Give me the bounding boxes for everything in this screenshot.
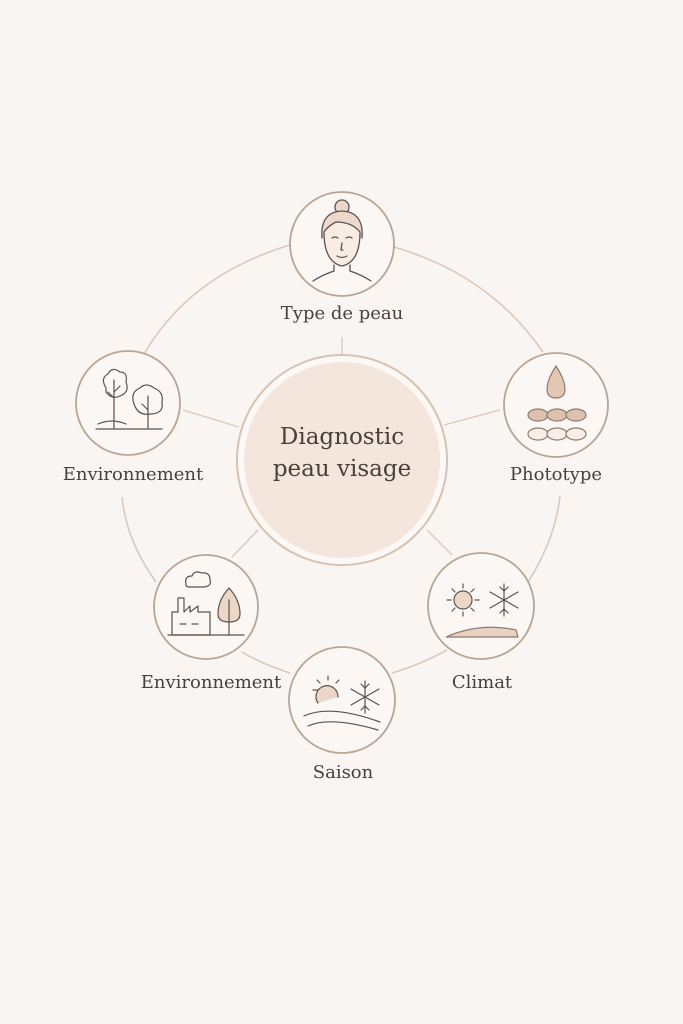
- droplet-skin-tones-icon: [527, 364, 587, 441]
- node-type-de-peau[interactable]: [289, 191, 395, 297]
- sun-snowflake-icon: [445, 583, 519, 638]
- factory-tree-icon: [167, 571, 245, 636]
- woman-face-icon: [312, 199, 372, 282]
- center-title: Diagnostic peau visage: [273, 421, 411, 485]
- label-environnement-trees: Environnement: [62, 464, 204, 485]
- center-title-line1: Diagnostic: [279, 424, 405, 450]
- ring-arc-bottom-left: [241, 651, 291, 674]
- spoke-environnement-top: [182, 409, 240, 428]
- trees-icon: [95, 368, 163, 430]
- spoke-phototype: [443, 409, 501, 426]
- ring-arc-bottom-right: [391, 649, 448, 674]
- center-title-line2: peau visage: [272, 456, 412, 482]
- label-saison: Saison: [312, 762, 374, 783]
- spoke-environnement-bottom: [231, 529, 259, 558]
- ring-arc-top-right: [393, 246, 544, 353]
- ring-arc-left: [121, 496, 157, 583]
- ring-arc-top-left: [143, 244, 291, 355]
- label-phototype: Phototype: [509, 464, 603, 485]
- node-environnement-trees[interactable]: [75, 350, 181, 456]
- snowflake-icon: [489, 583, 519, 617]
- node-environnement-factory[interactable]: [153, 554, 259, 660]
- outer-ring: [121, 244, 561, 674]
- ring-arc-right: [527, 495, 561, 583]
- label-type-de-peau: Type de peau: [280, 303, 404, 324]
- center-node: [236, 354, 448, 566]
- spokes: [182, 337, 501, 558]
- label-climat: Climat: [451, 672, 513, 693]
- sun-snowflake-hill-icon: [303, 675, 381, 731]
- node-saison[interactable]: [288, 646, 396, 754]
- spoke-climat: [426, 529, 453, 556]
- snowflake-icon: [350, 680, 380, 714]
- label-environnement-factory: Environnement: [140, 672, 282, 693]
- node-phototype[interactable]: [503, 352, 609, 458]
- node-climat[interactable]: [427, 552, 535, 660]
